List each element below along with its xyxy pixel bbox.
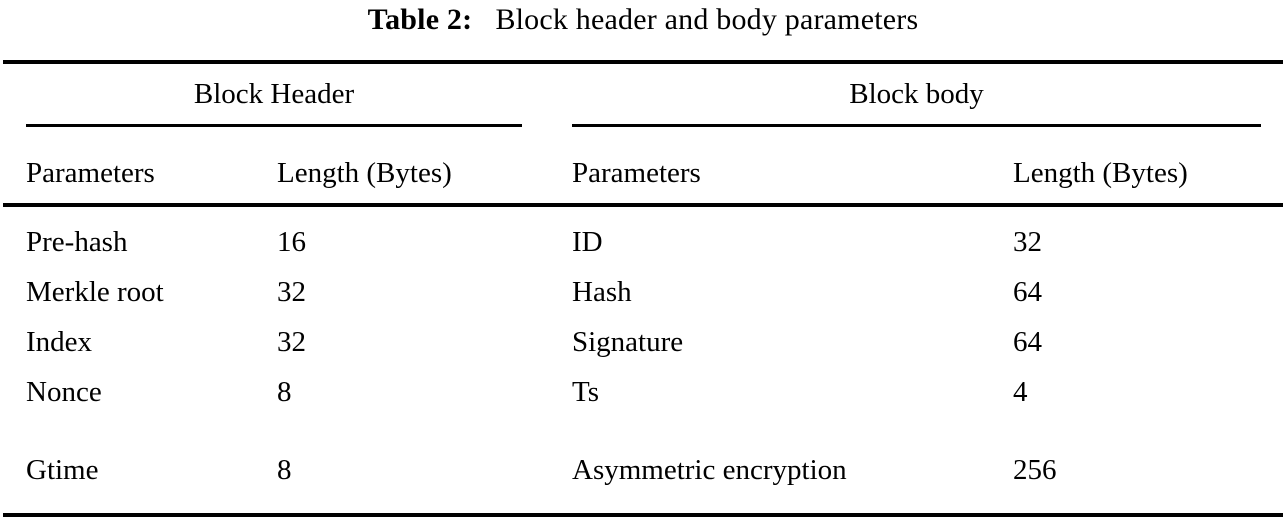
column-header-left-length: Length (Bytes): [277, 157, 452, 189]
column-header-left-parameters: Parameters: [26, 157, 155, 189]
group-rule-block-header: [26, 124, 522, 127]
table-bottom-rule: [3, 513, 1283, 517]
table-caption-label: Table 2:: [367, 3, 473, 36]
table-row: 8: [277, 376, 292, 408]
group-heading-block-body: Block body: [849, 78, 984, 110]
table-row: ID: [572, 226, 603, 258]
table-row: Gtime: [26, 454, 99, 486]
table-caption: Table 2: Block header and body parameter…: [0, 0, 1286, 40]
table-row: 32: [277, 276, 306, 308]
column-header-right-length: Length (Bytes): [1013, 157, 1188, 189]
table-row: Pre-hash: [26, 226, 128, 258]
table-row: 32: [277, 326, 306, 358]
table-row: 32: [1013, 226, 1042, 258]
table-row: 256: [1013, 454, 1057, 486]
table-row: Signature: [572, 326, 684, 358]
table-row: 16: [277, 226, 306, 258]
table-row: 4: [1013, 376, 1028, 408]
group-heading-block-header: Block Header: [193, 78, 355, 110]
table-row: 64: [1013, 326, 1042, 358]
table-header-rule: [3, 203, 1283, 207]
table-row: Merkle root: [26, 276, 164, 308]
table-row: Ts: [572, 376, 599, 408]
table-row: Index: [26, 326, 93, 358]
table-row: Nonce: [26, 376, 102, 408]
table-row: Hash: [572, 276, 632, 308]
table-row: 64: [1013, 276, 1042, 308]
group-rule-block-body: [572, 124, 1261, 127]
table-top-rule: [3, 60, 1283, 64]
table-row: Asymmetric encryption: [572, 454, 847, 486]
table-caption-text: Block header and body parameters: [495, 3, 919, 36]
column-header-right-parameters: Parameters: [572, 157, 701, 189]
table-row: 8: [277, 454, 292, 486]
